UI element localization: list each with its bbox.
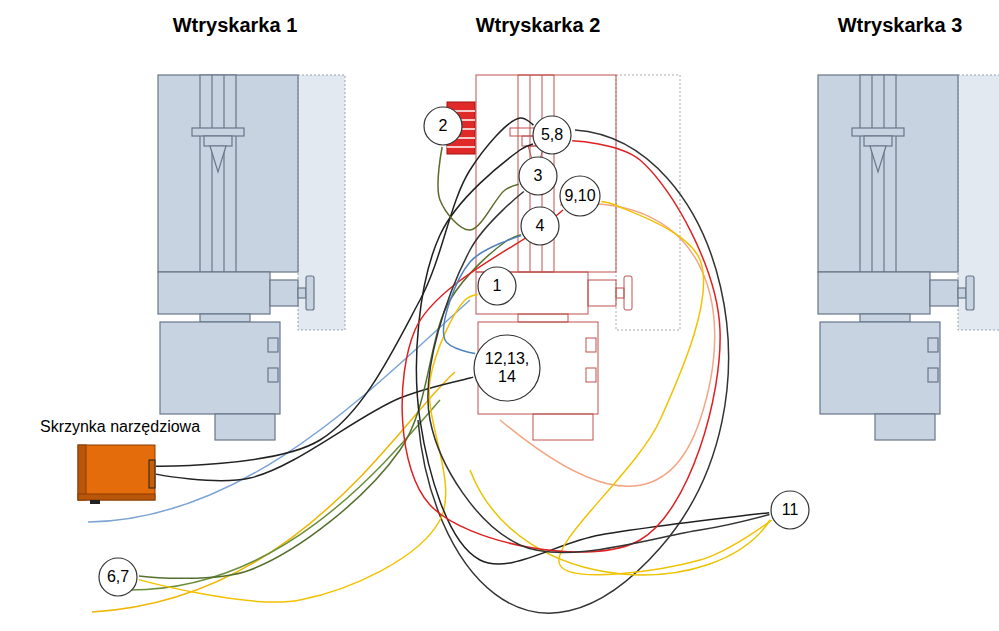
side-panel: [616, 75, 680, 330]
machine-heading: Wtryskarka 1: [173, 14, 298, 37]
wire-path: [416, 144, 769, 564]
machine-area: Wtryskarka 1: [158, 72, 345, 442]
wire-path: [402, 141, 720, 552]
callout-number: 1: [493, 277, 502, 295]
machine-heading: Wtryskarka 2: [476, 14, 601, 37]
machine-area: Wtryskarka 25,839,104112,13, 14: [455, 72, 680, 447]
callout-number: 2: [439, 117, 448, 135]
callout-number: 3: [534, 167, 543, 185]
box-heading: Skrzynka narzędziowa: [40, 418, 200, 436]
callout-number: 4: [536, 217, 545, 235]
loose-wire: [88, 130, 770, 613]
tool-box-symbol: [78, 445, 155, 500]
machine-1-figure: [158, 75, 314, 440]
callout-circle: 11: [770, 490, 810, 530]
wire-path: [438, 147, 519, 230]
callout-number: 5,8: [541, 126, 563, 144]
wire-path: [428, 191, 770, 552]
wire-path: [156, 377, 473, 481]
wire-path: [139, 294, 478, 602]
callout-number: 9,10: [564, 187, 595, 205]
callout-number: 6,7: [107, 568, 129, 586]
machine-heading: Wtryskarka 3: [838, 14, 963, 37]
callout-circle: 1: [477, 266, 517, 306]
callout-circle: 4: [520, 206, 560, 246]
callout-circle: 6,7: [98, 557, 138, 597]
machine-area: Wtryskarka 3: [818, 72, 988, 442]
callout-number: 11: [782, 501, 799, 519]
machine-3-figure: [818, 75, 974, 440]
callout-circle: 12,13, 14: [473, 334, 541, 402]
callout-circle: 3: [518, 156, 558, 196]
wire-path: [559, 201, 772, 574]
callout-circle: 2: [423, 106, 463, 146]
callout-number: 12,13, 14: [482, 350, 532, 386]
callout-circle: 9,10: [559, 175, 601, 217]
wire-path: [156, 118, 533, 466]
tool-box: Skrzynka narzędziowa: [78, 445, 155, 500]
callout-circle: 5,8: [532, 115, 572, 155]
